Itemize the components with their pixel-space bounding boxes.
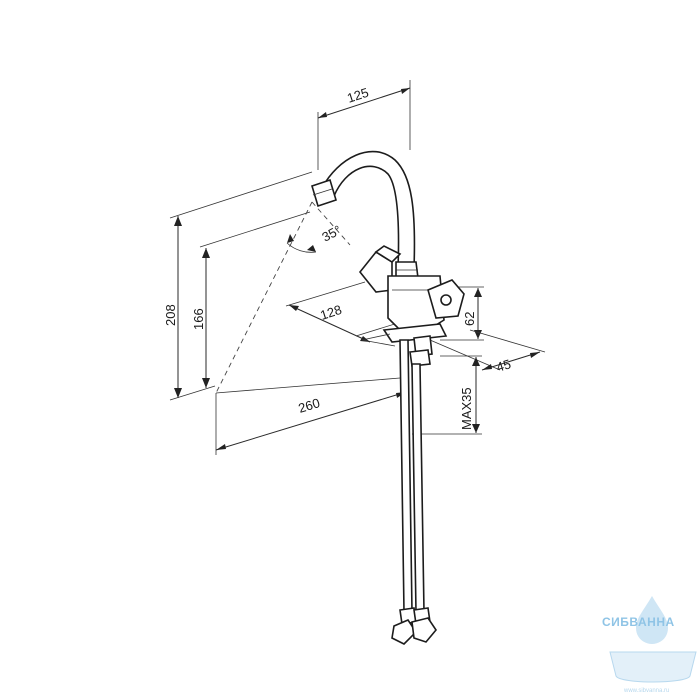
- dimension-260: 260: [215, 377, 407, 455]
- dim-260-label: 260: [296, 395, 321, 416]
- bathtub-icon: [609, 651, 697, 683]
- left-handle: [358, 245, 402, 293]
- watermark: СИБВАННА www.sibvanna.ru: [602, 596, 697, 694]
- dimension-166: 166: [191, 211, 311, 388]
- dim-125-label: 125: [345, 85, 370, 106]
- dim-62-label: 62: [462, 312, 477, 326]
- supply-hoses: [391, 339, 437, 645]
- dimension-208: 208: [163, 171, 313, 401]
- water-stream: 35°: [215, 201, 351, 394]
- dim-208-label: 208: [163, 304, 178, 326]
- dimension-45: 45: [429, 329, 546, 375]
- watermark-brand: СИБВАННА: [602, 615, 675, 629]
- watermark-url: www.sibvanna.ru: [623, 688, 669, 694]
- dimension-62: 62: [440, 286, 484, 341]
- dim-166-label: 166: [191, 308, 206, 330]
- right-handle: [427, 279, 465, 319]
- water-drop-icon: [636, 596, 668, 644]
- dimension-125: 125: [317, 80, 411, 170]
- dimension-max35: MAX35: [412, 355, 482, 435]
- spout: [311, 150, 419, 279]
- dim-max35-label: MAX35: [459, 387, 474, 430]
- faucet: [311, 150, 465, 645]
- angle-35-label: 35°: [319, 222, 343, 244]
- base-plate: [361, 323, 448, 367]
- dim-128-label: 128: [318, 302, 343, 323]
- dim-45-label: 45: [494, 356, 512, 375]
